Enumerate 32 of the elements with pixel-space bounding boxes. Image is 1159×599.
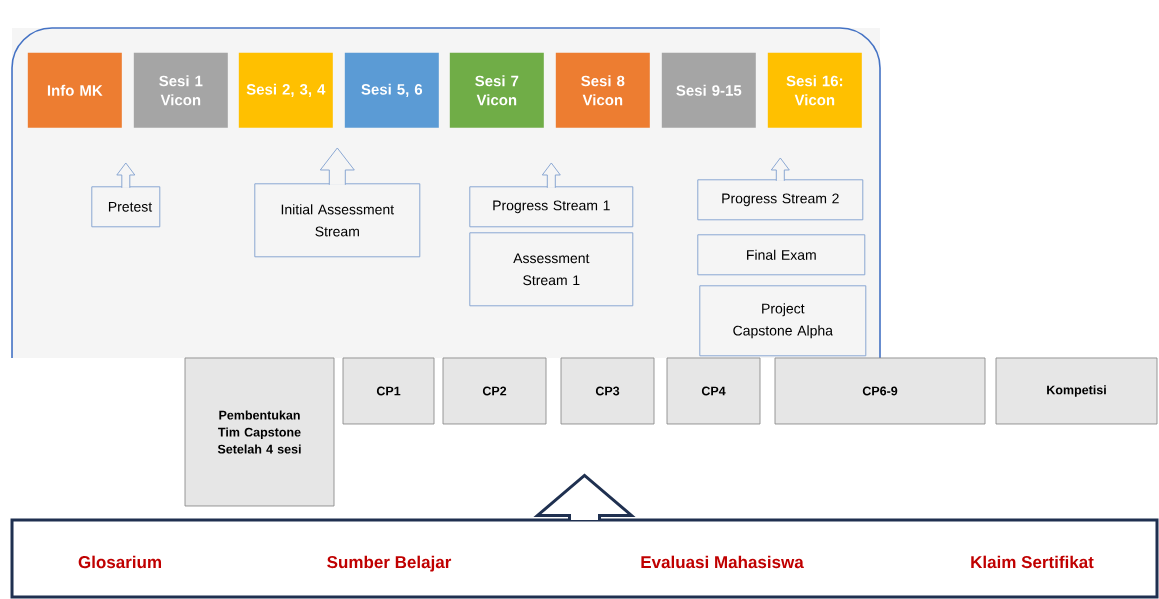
block-arrow xyxy=(116,162,136,189)
block-arrow xyxy=(770,157,790,182)
checkpoint-box: CP4 xyxy=(666,357,761,425)
activity-box: Assessment Stream 1 xyxy=(469,232,634,307)
checkpoint-box: CP3 xyxy=(560,357,655,425)
session-box: Sesi 16: Vicon xyxy=(767,52,862,128)
activity-box: Project Capstone Alpha xyxy=(699,285,867,357)
menu-label: Glosarium xyxy=(78,555,161,569)
session-box: Sesi 1 Vicon xyxy=(133,52,228,128)
activity-box: Final Exam xyxy=(697,234,866,276)
menu-label: Evaluasi Mahasiswa xyxy=(641,555,804,569)
checkpoint-box: Pembentukan Tim Capstone Setelah 4 sesi xyxy=(184,357,335,507)
checkpoint-box: Kompetisi xyxy=(995,357,1158,425)
menu-label: Klaim Sertifikat xyxy=(971,555,1094,569)
checkpoint-box: CP2 xyxy=(442,357,547,425)
session-box: Sesi 7 Vicon xyxy=(449,52,544,128)
session-box: Sesi 5, 6 xyxy=(344,52,439,128)
block-arrow xyxy=(533,473,636,522)
session-box: Sesi 9-15 xyxy=(661,52,756,128)
activity-box: Progress Stream 1 xyxy=(469,186,634,228)
activity-box: Pretest xyxy=(91,186,161,228)
session-box: Sesi 2, 3, 4 xyxy=(238,52,333,128)
checkpoint-box: CP1 xyxy=(342,357,435,425)
activity-box: Initial Assessment Stream xyxy=(254,183,421,258)
checkpoint-box: CP6-9 xyxy=(774,357,986,425)
menu-label: Sumber Belajar xyxy=(327,555,452,572)
session-box: Sesi 8 Vicon xyxy=(555,52,650,128)
block-arrow xyxy=(541,162,561,189)
activity-box: Progress Stream 2 xyxy=(697,179,864,221)
footer-box xyxy=(10,518,1159,599)
session-box: Info MK xyxy=(27,52,122,128)
block-arrow xyxy=(319,147,355,186)
